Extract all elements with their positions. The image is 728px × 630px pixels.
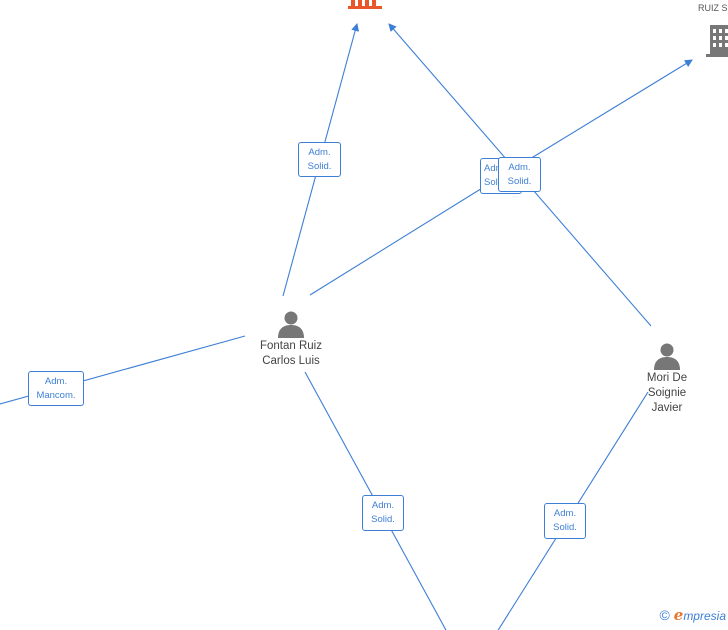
edge-label-line1: Adm. bbox=[371, 500, 395, 511]
person-name: Fontan Ruiz Carlos Luis bbox=[259, 340, 322, 367]
company-building-icon[interactable] bbox=[706, 25, 728, 57]
company-name-label[interactable]: RUIZ S bbox=[698, 3, 728, 13]
person-node-fontan[interactable]: Fontan Ruiz Carlos Luis bbox=[260, 309, 322, 369]
edge-label-line2: Solid. bbox=[507, 175, 532, 187]
edge-label-line2: Solid. bbox=[307, 160, 332, 172]
edge-fontan-to-junction[interactable] bbox=[309, 176, 501, 296]
edge-label-fontan-to-bottom[interactable]: Adm. Solid. bbox=[362, 495, 404, 531]
edge-label-line2: Mancom. bbox=[36, 389, 76, 401]
edge-label-line2: Solid. bbox=[484, 177, 508, 188]
copyright-symbol: © bbox=[659, 607, 670, 623]
edge-label-front[interactable]: Adm. Solid. bbox=[498, 157, 541, 192]
main-company-building-icon[interactable] bbox=[348, 0, 382, 9]
edge-label-line1: Adm. bbox=[44, 375, 68, 387]
edge-label-fontan-to-main[interactable]: Adm. Solid. bbox=[298, 142, 341, 177]
edge-label-fontan-to-left[interactable]: Adm. Mancom. bbox=[28, 371, 84, 406]
person-icon bbox=[278, 311, 304, 338]
edge-label-line2: Solid. bbox=[371, 514, 395, 525]
person-icon bbox=[654, 343, 680, 370]
brand-name: mpresia bbox=[683, 609, 726, 623]
person-node-mori[interactable]: Mori De Soignie Javier bbox=[638, 341, 696, 416]
edge-label-line1: Adm. bbox=[484, 163, 507, 174]
edge-label-line1: Adm. bbox=[553, 508, 577, 519]
person-name: Mori De Soignie Javier bbox=[646, 372, 688, 414]
edge-label-line1: Adm. bbox=[508, 161, 531, 173]
edge-junction-to-top-right-company[interactable] bbox=[519, 59, 693, 166]
empresia-brand[interactable]: ©empresia bbox=[659, 606, 726, 624]
edge-label-mori-to-bottom[interactable]: Adm. Solid. bbox=[544, 503, 586, 539]
edge-label-line1: Adm. bbox=[308, 146, 331, 158]
edge-label-line2: Solid. bbox=[553, 522, 577, 533]
brand-initial: e bbox=[673, 606, 684, 624]
